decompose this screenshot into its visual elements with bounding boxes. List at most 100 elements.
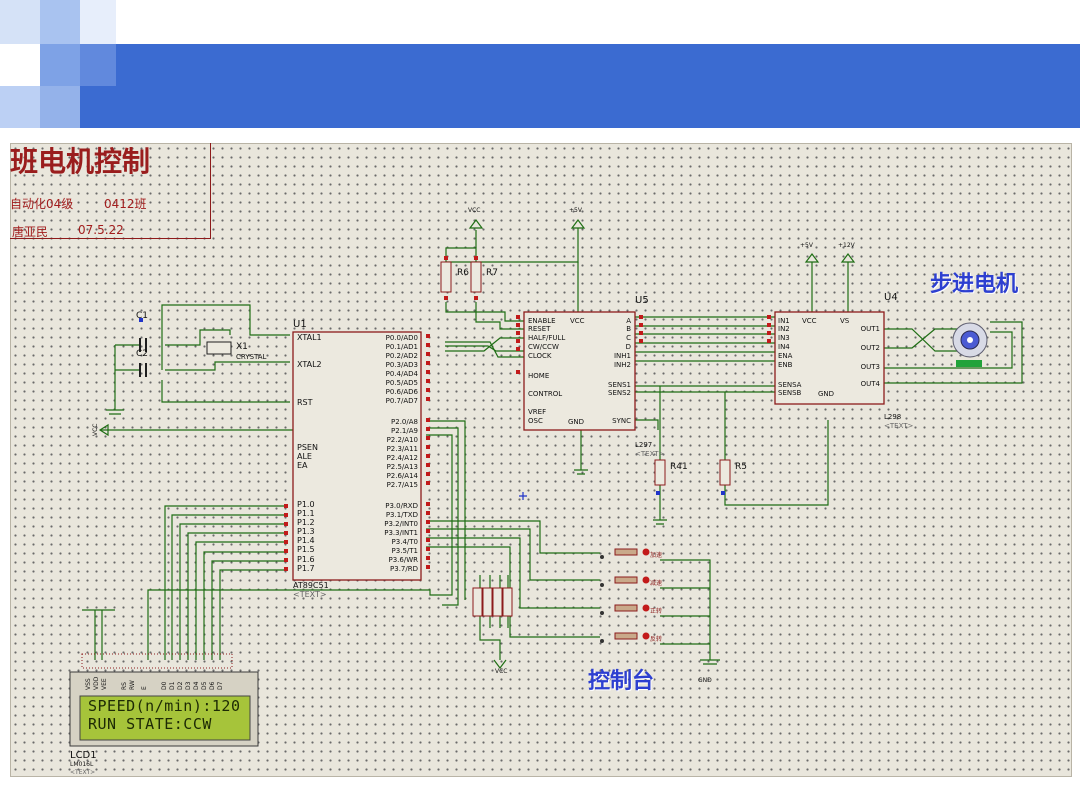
u5-chip	[523, 311, 636, 431]
u5-pin-clock: CLOCK	[528, 352, 552, 360]
cap-c2-ref: C2	[136, 349, 148, 359]
switch-label-2: 减速	[650, 579, 662, 587]
u4-pin-out1: OUT1	[861, 325, 880, 333]
header-square	[40, 44, 80, 86]
u5-pin-inh1: INH1	[614, 352, 631, 360]
lcd-pin-header	[81, 653, 233, 669]
u5-pin-sens2: SENS2	[608, 389, 631, 397]
u5-pin-b: B	[626, 325, 631, 333]
resistor-r6-ref: R6	[457, 268, 469, 278]
console-heading: 控制台	[588, 669, 655, 694]
mcu-pin-p33: P3.3/INT1	[384, 529, 418, 537]
class-line-a: 自动化04级	[10, 197, 74, 211]
mcu-pin-p02: P0.2/AD2	[386, 352, 418, 360]
pin-markers	[284, 256, 771, 571]
mcu-pin-p31: P3.1/TXD	[386, 511, 418, 519]
power-12v-label: +12V	[838, 242, 856, 249]
mcu-pin-p37: P3.7/RD	[390, 565, 418, 573]
power-vcc-switch-label: VCC	[495, 668, 507, 675]
header-banner	[80, 44, 1080, 128]
lcd-pin-vee: VEE	[101, 678, 108, 690]
mcu-pin-p17: P1.7	[297, 564, 315, 573]
mcu-pin-rst: RST	[297, 398, 313, 407]
u5-model: L297	[635, 441, 652, 449]
mcu-pin-xtal2: XTAL2	[297, 360, 322, 369]
lcd-pin-d5: D5	[201, 681, 208, 690]
u4-vs: VS	[840, 317, 850, 325]
mcu-pin-p16: P1.6	[297, 555, 315, 564]
u5-text-tag: <TEXT>	[635, 450, 665, 458]
u5-pin-reset: RESET	[528, 325, 551, 333]
header-square	[40, 86, 80, 128]
crystal	[206, 341, 232, 355]
lcd-pin-d1: D1	[169, 681, 176, 690]
lcd-line-2: RUN STATE:CCW	[88, 715, 212, 733]
class-line-b: 0412班	[104, 197, 147, 211]
switch-label-1: 加速	[650, 551, 662, 559]
resistor-r5-ref: R5	[735, 462, 747, 472]
power-vcc-label: VCC	[468, 207, 480, 214]
u5-pin-a: A	[626, 317, 631, 325]
lcd-pin-vss: VSS	[85, 678, 92, 690]
u4-pin-sensa: SENSA	[778, 381, 802, 389]
lcd-pin-e: E	[141, 686, 148, 690]
power-5v-u4-label: +5V	[800, 242, 814, 249]
u5-pin-vref: VREF	[528, 408, 546, 416]
design-date: 07.5.22	[78, 223, 124, 237]
mcu-pin-p23: P2.3/A11	[387, 445, 418, 453]
lcd-model: LM016L	[70, 761, 94, 768]
mcu-pin-xtal1: XTAL1	[297, 333, 322, 342]
switches	[600, 548, 650, 643]
lcd-pin-d4: D4	[193, 681, 200, 690]
power-vcc-mcu-label: VCC	[92, 424, 99, 436]
resistor-r6	[440, 261, 452, 293]
u4-chip	[774, 311, 885, 405]
u4-model: L298	[884, 413, 901, 421]
lcd-ref: LCD1	[70, 750, 97, 761]
lcd-pin-rw: RW	[129, 680, 136, 690]
pin-markers-blue	[139, 318, 725, 495]
resistor-r5	[719, 459, 731, 486]
mcu-pin-ea: EA	[297, 461, 308, 470]
u4-pin-out2: OUT2	[861, 344, 880, 352]
u5-pin-c: C	[626, 334, 631, 342]
mcu-pin-p21: P2.1/A9	[391, 427, 418, 435]
mcu-pin-p25: P2.5/A13	[387, 463, 418, 471]
lcd-pin-d2: D2	[177, 681, 184, 690]
mcu-pin-p24: P2.4/A12	[387, 454, 418, 462]
mcu-pin-p34: P3.4/T0	[392, 538, 418, 546]
lcd-pin-d3: D3	[185, 681, 192, 690]
resistor-r41	[654, 459, 666, 486]
mcu-pin-p15: P1.5	[297, 545, 315, 554]
resistor-r7	[470, 261, 482, 293]
mcu-pin-p01: P0.1/AD1	[386, 343, 418, 351]
u4-pin-in1: IN1	[778, 317, 790, 325]
lcd-text-tag: <TEXT>	[70, 769, 95, 776]
schematic-sheet	[10, 143, 1072, 777]
mcu-pin-p20: P2.0/A8	[391, 418, 418, 426]
resistor-pack	[472, 587, 513, 617]
u5-pin-home: HOME	[528, 372, 549, 380]
power-gnd-label: GND	[698, 677, 712, 684]
crystal-ref: X1	[236, 342, 248, 352]
u5-pin-osc: OSC	[528, 417, 543, 425]
mcu-pin-p00: P0.0/AD0	[386, 334, 418, 342]
u5-pin-enable: ENABLE	[528, 317, 556, 325]
mcu-pin-p13: P1.3	[297, 527, 315, 536]
lcd-line-1: SPEED(n/min):120	[88, 697, 241, 715]
u5-pin-cwccw: CW/CCW	[528, 343, 559, 351]
mcu-pin-p14: P1.4	[297, 536, 315, 545]
mcu-ref: U1	[293, 319, 307, 330]
u4-pin-in4: IN4	[778, 343, 790, 351]
u5-vcc: VCC	[570, 317, 585, 325]
lcd-pin-rs: RS	[121, 682, 128, 690]
mcu-pin-p05: P0.5/AD5	[386, 379, 418, 387]
u4-gnd: GND	[818, 390, 834, 398]
mcu-pin-p12: P1.2	[297, 518, 315, 527]
u4-text-tag: <TEXT>	[884, 422, 914, 430]
u5-ref: U5	[635, 295, 649, 306]
u4-vcc: VCC	[802, 317, 817, 325]
author-name: 唐亚民	[12, 225, 49, 239]
mcu-pin-p32: P3.2/INT0	[384, 520, 418, 528]
switch-label-4: 反转	[650, 635, 662, 643]
